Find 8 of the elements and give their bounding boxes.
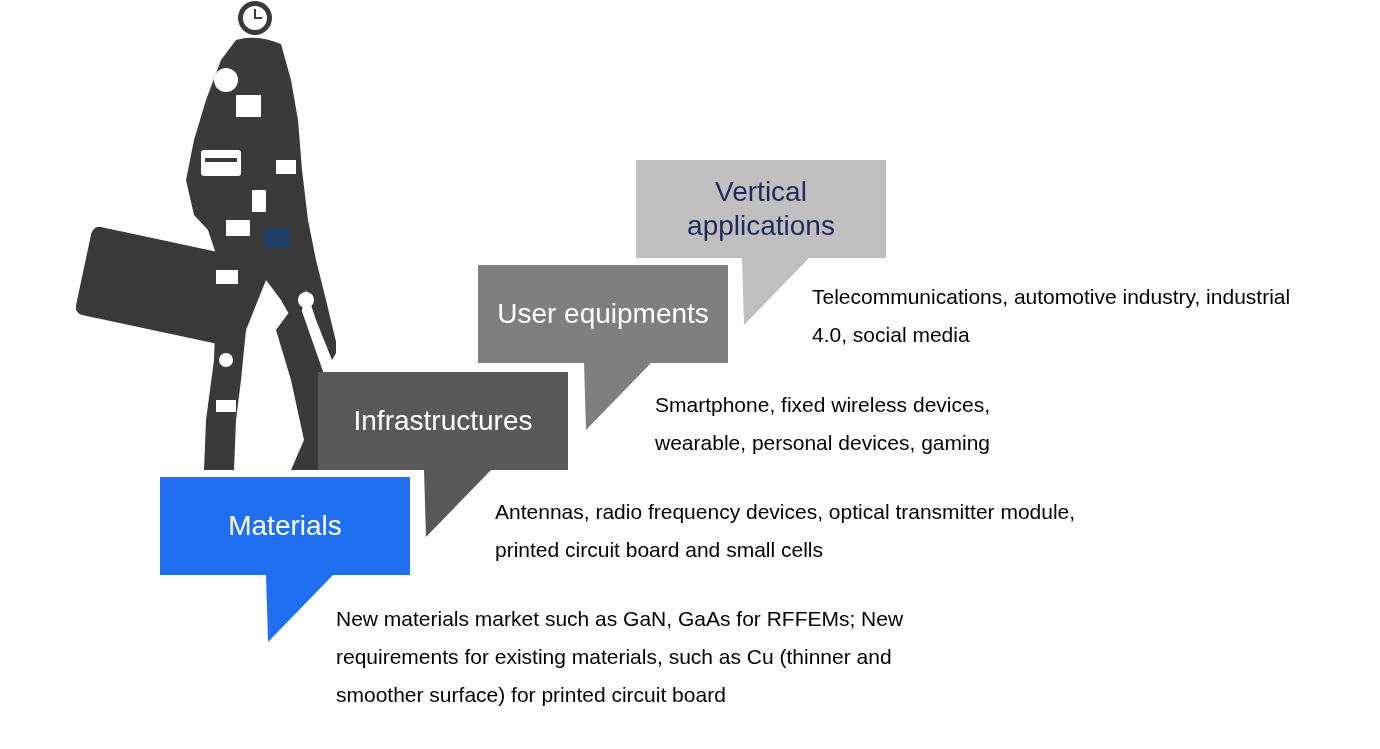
description-text: Antennas, radio frequency devices, optical transmitter module, printed circuit board and small cells: [495, 499, 1077, 563]
description-text: New materials market such as GaN, GaAs for RFFEMs; New requirements for existing materials, such as Cu (thinner and smoother surface) for printed circuit board: [336, 606, 905, 708]
bubble-label: User equipments: [496, 297, 710, 331]
description-text: Smartphone, fixed wireless devices, wearable, personal devices, gaming: [655, 392, 992, 456]
bubble-label: Materials: [227, 509, 343, 543]
description-text: Telecommunications, automotive industry, industrial 4.0, social media: [812, 284, 1292, 348]
bubble-label: Infrastructures: [352, 404, 534, 438]
bubble-label: Vertical applications: [686, 175, 836, 243]
